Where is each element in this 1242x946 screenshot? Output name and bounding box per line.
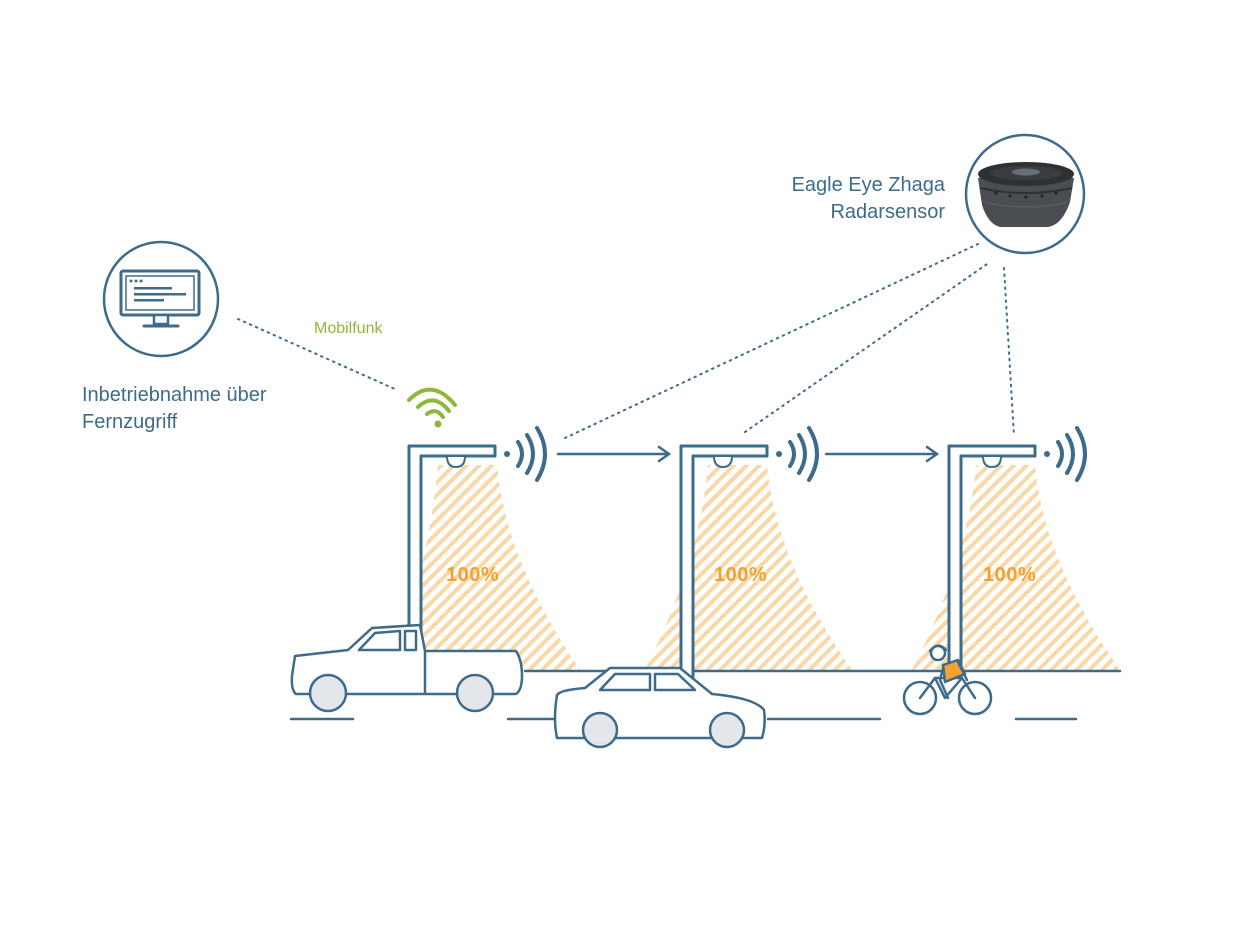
remote-commissioning-label: Inbetriebnahme über Fernzugriff [82, 382, 267, 436]
sensor-label: Eagle Eye Zhaga Radarsensor [760, 172, 945, 226]
mobile-connection-line [237, 318, 398, 391]
computer-monitor-icon [102, 240, 220, 358]
sensor-label-line-2: Radarsensor [830, 201, 945, 223]
car-icon [553, 666, 766, 749]
radar-sensor-icon [964, 133, 1086, 255]
light-cone-2 [645, 465, 852, 670]
light-cone-3 [912, 465, 1120, 670]
cyclist-icon [902, 644, 993, 716]
radio-wave-icon [1044, 426, 1087, 482]
radio-wave-icon [776, 426, 819, 482]
remote-commissioning-line-1: Inbetriebnahme über [82, 384, 267, 406]
pickup-truck-icon [290, 623, 524, 713]
communication-arrow [824, 445, 940, 463]
mobile-connection-label: Mobilfunk [314, 320, 383, 337]
light-cones [390, 465, 1120, 670]
lamp-3-brightness: 100% [983, 564, 1037, 586]
light-cone-1 [390, 465, 580, 670]
cellular-signal-icon [407, 387, 457, 428]
remote-commissioning-line-2: Fernzugriff [82, 411, 178, 433]
sensor-connection-lines [564, 243, 1015, 439]
lamp-2-brightness: 100% [714, 564, 768, 586]
radio-wave-icon [504, 426, 547, 482]
lamp-1-brightness: 100% [446, 564, 500, 586]
sensor-label-line-1: Eagle Eye Zhaga [791, 174, 945, 196]
communication-arrow [556, 445, 672, 463]
